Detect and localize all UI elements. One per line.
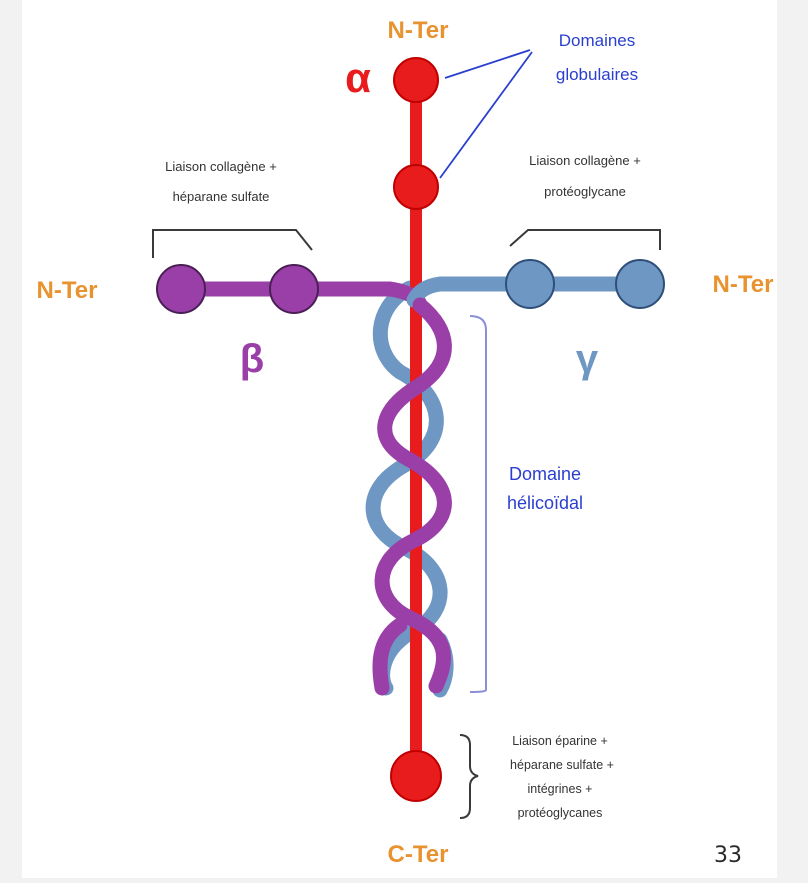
alpha-globular-domain-cter <box>391 751 441 801</box>
alpha-n-ter-label: N-Ter <box>388 17 449 44</box>
beta-binding-note-line1: Liaison collagène + <box>165 159 277 174</box>
cter-binding-note-line3: intégrines + <box>528 782 593 796</box>
cter-binding-brace <box>460 735 478 818</box>
globular-pointer-line-2 <box>440 52 532 178</box>
gamma-binding-note-line1: Liaison collagène + <box>529 153 641 168</box>
cter-binding-note-line2: héparane sulfate + <box>510 758 614 772</box>
alpha-c-ter-label: C-Ter <box>388 841 449 868</box>
gamma-binding-note-line2: protéoglycane <box>544 184 626 199</box>
beta-n-ter-label: N-Ter <box>37 277 98 304</box>
gamma-binding-bracket <box>510 230 660 250</box>
globular-domains-label-line1: Domaines <box>559 31 636 50</box>
helical-domain-label-line2: hélicoïdal <box>507 493 583 513</box>
helical-domain-label-line1: Domaine <box>509 464 581 484</box>
globular-pointer-line-1 <box>445 50 530 78</box>
gamma-n-ter-label: N-Ter <box>713 271 774 298</box>
gamma-globular-domain-2 <box>616 260 664 308</box>
beta-binding-note-line2: héparane sulfate <box>173 189 270 204</box>
gamma-globular-domain-1 <box>506 260 554 308</box>
diagram-panel: N-Ter α N-Ter N-Ter C-Ter β γ Domaines g… <box>22 0 777 878</box>
beta-binding-bracket <box>153 230 312 258</box>
alpha-globular-domain-second <box>394 165 438 209</box>
beta-symbol: β <box>240 337 264 381</box>
alpha-symbol: α <box>345 54 371 101</box>
page-number: 33 <box>714 843 742 868</box>
cter-binding-note-line1: Liaison éparine + <box>512 734 608 748</box>
alpha-globular-domain-top <box>394 58 438 102</box>
globular-domains-label-line2: globulaires <box>556 65 638 84</box>
helical-domain-bracket <box>470 316 486 692</box>
laminin-diagram: N-Ter α N-Ter N-Ter C-Ter β γ Domaines g… <box>22 0 777 878</box>
beta-globular-domain-2 <box>270 265 318 313</box>
cter-binding-note-line4: protéoglycanes <box>518 806 603 820</box>
gamma-symbol: γ <box>576 337 599 381</box>
beta-globular-domain-1 <box>157 265 205 313</box>
